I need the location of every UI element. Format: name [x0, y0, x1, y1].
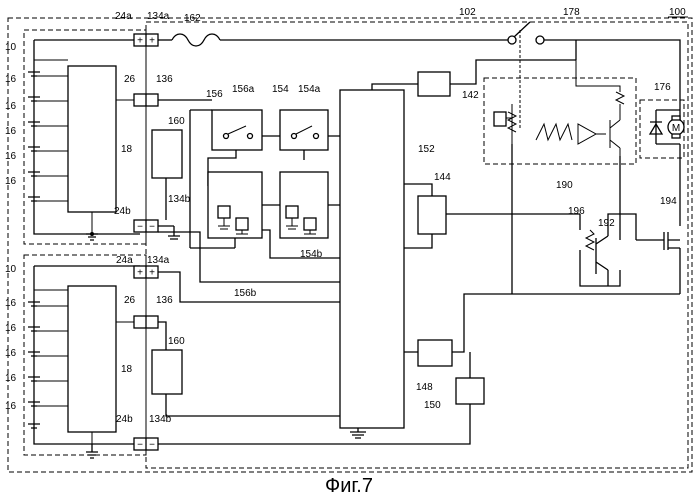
- label-16: 16: [5, 126, 17, 137]
- label-154: 154: [272, 84, 289, 95]
- driver-190-internals: [494, 60, 624, 156]
- label-16: 16: [5, 298, 17, 309]
- label-16: 16: [5, 401, 17, 412]
- label-192: 192: [598, 218, 615, 229]
- label-10-top: 10: [5, 42, 17, 53]
- minus-sign: −: [137, 440, 143, 451]
- block-160-bottom: [152, 350, 182, 394]
- minus-sign: −: [149, 222, 155, 233]
- label-154b: 154b: [300, 249, 323, 260]
- label-102: 102: [459, 7, 476, 18]
- relay-driver-156b: [208, 172, 262, 238]
- plus-sign: +: [149, 36, 155, 47]
- label-16: 16: [5, 176, 17, 187]
- label-162: 162: [184, 13, 201, 24]
- label-154a: 154a: [298, 84, 321, 95]
- label-26-top: 26: [124, 74, 136, 85]
- label-160-top: 160: [168, 116, 185, 127]
- label-196: 196: [568, 206, 585, 217]
- label-18-top: 18: [121, 144, 133, 155]
- label-136-top: 136: [156, 74, 173, 85]
- label-24b-bottom: 24b: [116, 414, 133, 425]
- label-142: 142: [462, 90, 479, 101]
- label-16: 16: [5, 373, 17, 384]
- label-160-bottom: 160: [168, 336, 185, 347]
- fuse-162: [172, 34, 220, 46]
- block-148: [418, 340, 452, 366]
- label-24b-top: 24b: [114, 206, 131, 217]
- label-194: 194: [660, 196, 677, 207]
- block-144: [418, 196, 446, 234]
- plus-sign: +: [149, 268, 155, 279]
- label-190: 190: [556, 180, 573, 191]
- label-134a-top: 134a: [147, 11, 170, 22]
- label-16: 16: [5, 348, 17, 359]
- driver-circuit-190: [484, 78, 636, 164]
- plus-sign: +: [137, 268, 143, 279]
- label-18-bottom: 18: [121, 364, 133, 375]
- figure-caption: Фиг.7: [325, 475, 373, 497]
- block-142: [418, 72, 450, 96]
- cell-monitor-18-bottom: [68, 286, 116, 432]
- motor-section: M: [512, 110, 684, 294]
- switch-blocks: [158, 100, 340, 258]
- plus-sign: +: [137, 36, 143, 47]
- label-24a-top: 24a: [115, 11, 132, 22]
- cell-monitor-18-top: [68, 66, 116, 212]
- label-16: 16: [5, 151, 17, 162]
- label-26-bottom: 26: [124, 295, 136, 306]
- label-156b: 156b: [234, 288, 257, 299]
- label-24a-bottom: 24a: [116, 255, 133, 266]
- label-144: 144: [434, 172, 451, 183]
- label-136-bottom: 136: [156, 295, 173, 306]
- block-150: [456, 378, 484, 404]
- label-16: 16: [5, 323, 17, 334]
- label-176: 176: [654, 82, 671, 93]
- minus-sign: −: [137, 222, 143, 233]
- label-100: 100: [669, 7, 686, 18]
- label-156: 156: [206, 89, 223, 100]
- switch-178: [508, 22, 544, 130]
- motor-symbol: M: [672, 123, 680, 134]
- label-16: 16: [5, 101, 17, 112]
- label-134b-top: 134b: [168, 194, 191, 205]
- label-150: 150: [424, 400, 441, 411]
- label-156a: 156a: [232, 84, 255, 95]
- controller-152: [340, 90, 404, 428]
- label-178: 178: [563, 7, 580, 18]
- label-134a-bottom: 134a: [147, 255, 170, 266]
- minus-sign: −: [149, 440, 155, 451]
- label-148: 148: [416, 382, 433, 393]
- control-unit-102: [146, 22, 688, 468]
- label-16: 16: [5, 74, 17, 85]
- label-152: 152: [418, 144, 435, 155]
- label-10-bottom: 10: [5, 264, 17, 275]
- label-134b-bottom: 134b: [149, 414, 172, 425]
- block-160-top: [152, 130, 182, 178]
